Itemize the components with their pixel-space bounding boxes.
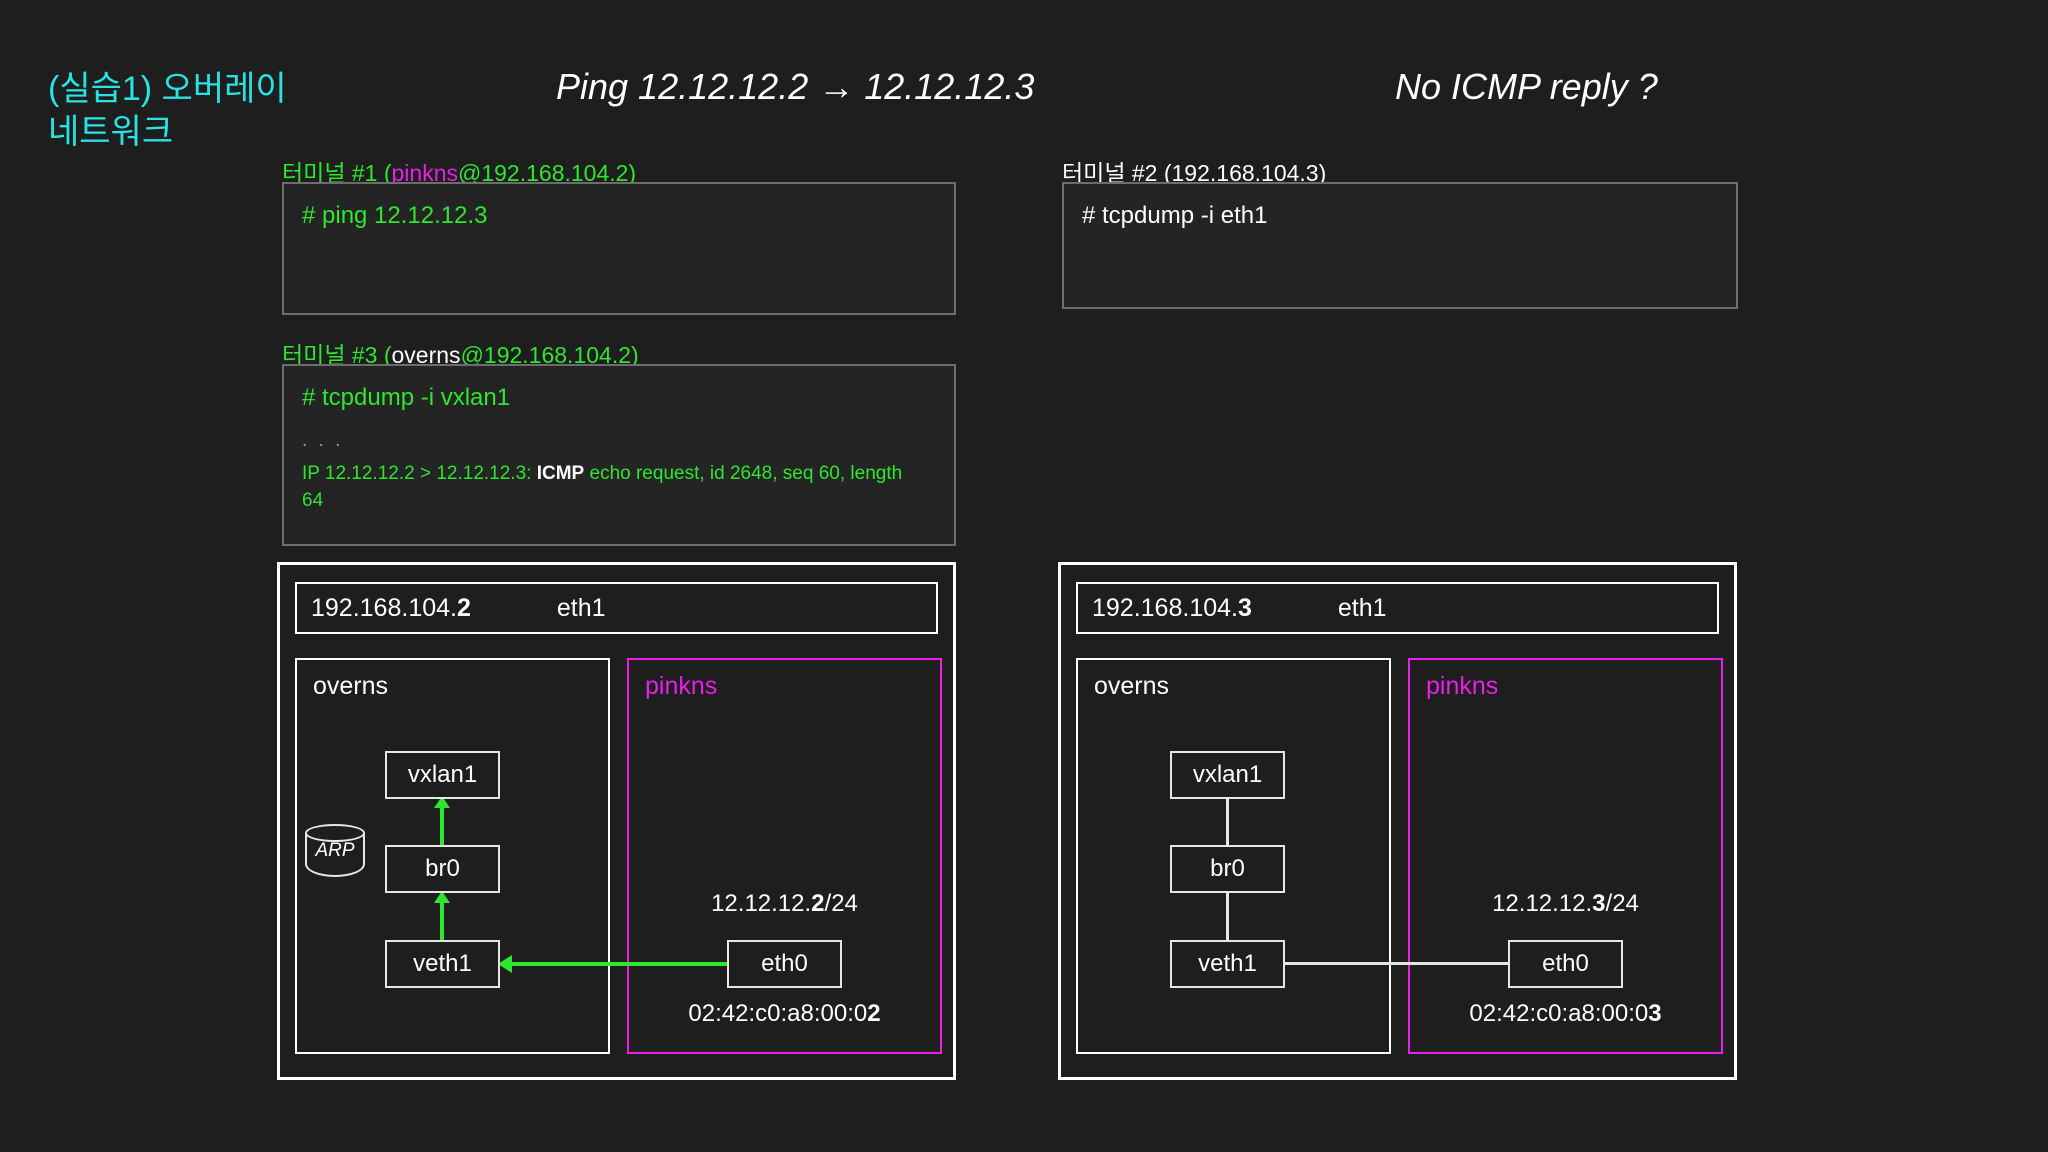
node-veth1-left[interactable]: veth1: [385, 940, 500, 988]
pinkns-left-mac: 02:42:c0:a8:00:02: [627, 1000, 942, 1028]
terminal-1-label-user: pinkns: [391, 160, 458, 186]
ping-heading: Ping 12.12.12.2 → 12.12.12.3: [556, 66, 1035, 107]
terminal-2-label-suffix: 192.168.104.3): [1171, 160, 1327, 186]
arrowhead-br0-vxlan1-left: [434, 796, 450, 808]
pinkns-left-mac-last: 2: [867, 1000, 881, 1027]
host-right-ip-prefix: 192.168.104.: [1092, 593, 1238, 622]
pinkns-right-label: pinkns: [1426, 672, 1499, 700]
host-left-ip-prefix: 192.168.104.: [311, 593, 457, 622]
host-right-nic: eth1: [1337, 593, 1387, 622]
link-veth1-br0-right: [1226, 891, 1229, 942]
link-eth0-veth1-right: [1285, 962, 1508, 965]
overns-left-label: overns: [313, 672, 389, 700]
host-left-ip-octet: 2: [456, 593, 471, 622]
overns-right-box: overns: [1076, 658, 1391, 1054]
terminal-3-line-3a: IP 12.12.12.2 > 12.12.12.3:: [302, 462, 537, 484]
terminal-1-box[interactable]: # ping 12.12.12.3: [282, 182, 956, 315]
pinkns-right-ip-prefix: 12.12.12.: [1492, 890, 1593, 917]
terminal-3-line-3c: echo request, id 2648, seq 60, length 64: [302, 462, 903, 512]
pinkns-right-mac-last: 3: [1648, 1000, 1662, 1027]
pinkns-left-ip-suffix: /24: [824, 890, 858, 917]
node-veth1-right[interactable]: veth1: [1170, 940, 1285, 988]
terminal-3-line-1: # tcpdump -i vxlan1: [302, 384, 511, 411]
host-left-nic: eth1: [556, 593, 606, 622]
host-left-ip: 192.168.104.2: [311, 594, 471, 623]
terminal-2-label: 터미널 #2 (192.168.104.3): [1062, 154, 1326, 188]
overns-left-box: overns: [295, 658, 610, 1054]
pinkns-right-ip-suffix: /24: [1605, 890, 1639, 917]
arp-cylinder-body: [305, 833, 365, 877]
pinkns-left-ip-octet: 2: [811, 890, 825, 917]
host-right-ip: 192.168.104.3: [1092, 594, 1252, 623]
terminal-1-label-suffix: @192.168.104.2): [458, 160, 637, 186]
host-right-header: 192.168.104.3 eth1: [1076, 582, 1719, 634]
node-vxlan1-right[interactable]: vxlan1: [1170, 751, 1285, 799]
arrowhead-veth1-br0-left: [434, 891, 450, 903]
link-br0-vxlan1-left: [440, 805, 444, 845]
node-br0-right[interactable]: br0: [1170, 845, 1285, 893]
host-right-container: [1058, 562, 1737, 1080]
pinkns-left-label: pinkns: [645, 672, 718, 700]
terminal-3-label-prefix: 터미널 #3 (: [282, 342, 392, 368]
node-br0-left[interactable]: br0: [385, 845, 500, 893]
pinkns-left-ip-prefix: 12.12.12.: [711, 890, 812, 917]
terminal-1-label: 터미널 #1 (pinkns@192.168.104.2): [282, 154, 636, 188]
arp-icon: ARP: [305, 824, 365, 882]
terminal-3-label-suffix: @192.168.104.2): [460, 342, 639, 368]
arp-label: ARP: [315, 840, 355, 861]
pinkns-right-mac-prefix: 02:42:c0:a8:00:0: [1469, 1000, 1649, 1027]
terminal-3-label-user: overns: [391, 342, 461, 368]
arp-cylinder-top: [305, 824, 365, 842]
pinkns-left-ip: 12.12.12.2/24: [627, 890, 942, 918]
terminal-2-label-prefix: 터미널 #2 (: [1062, 160, 1172, 186]
terminal-2-box[interactable]: # tcpdump -i eth1: [1062, 182, 1738, 309]
terminal-3-label: 터미널 #3 (overns@192.168.104.2): [282, 336, 639, 370]
pinkns-right-mac: 02:42:c0:a8:00:03: [1408, 1000, 1723, 1028]
host-left-container: [277, 562, 956, 1080]
page-title: (실습1) 오버레이 네트워크: [48, 70, 287, 151]
overns-right-label: overns: [1094, 672, 1170, 700]
link-br0-vxlan1-right: [1226, 797, 1229, 847]
terminal-2-line-1: # tcpdump -i eth1: [1082, 202, 1268, 229]
pinkns-right-ip-octet: 3: [1592, 890, 1606, 917]
node-eth0-left[interactable]: eth0: [727, 940, 842, 988]
link-eth0-veth1-left: [512, 962, 727, 966]
terminal-3-line-3-icmp: ICMP: [536, 462, 585, 484]
pinkns-left-box: pinkns: [627, 658, 942, 1054]
pinkns-left-mac-prefix: 02:42:c0:a8:00:0: [688, 1000, 868, 1027]
pinkns-right-box: pinkns: [1408, 658, 1723, 1054]
terminal-1-label-prefix: 터미널 #1 (: [282, 160, 392, 186]
icmp-question-heading: No ICMP reply ?: [1395, 66, 1658, 107]
terminal-3-line-3: IP 12.12.12.2 > 12.12.12.3: ICMP echo re…: [302, 460, 922, 515]
node-vxlan1-left[interactable]: vxlan1: [385, 751, 500, 799]
terminal-3-box[interactable]: # tcpdump -i vxlan1 . . . IP 12.12.12.2 …: [282, 364, 956, 546]
link-veth1-br0-left: [440, 900, 444, 940]
node-eth0-right[interactable]: eth0: [1508, 940, 1623, 988]
host-left-header: 192.168.104.2 eth1: [295, 582, 938, 634]
terminal-3-line-2: . . .: [302, 430, 344, 452]
pinkns-right-ip: 12.12.12.3/24: [1408, 890, 1723, 918]
terminal-1-line-1: # ping 12.12.12.3: [302, 202, 488, 229]
arrowhead-eth0-veth1-left: [498, 955, 512, 973]
host-right-ip-octet: 3: [1237, 593, 1252, 622]
